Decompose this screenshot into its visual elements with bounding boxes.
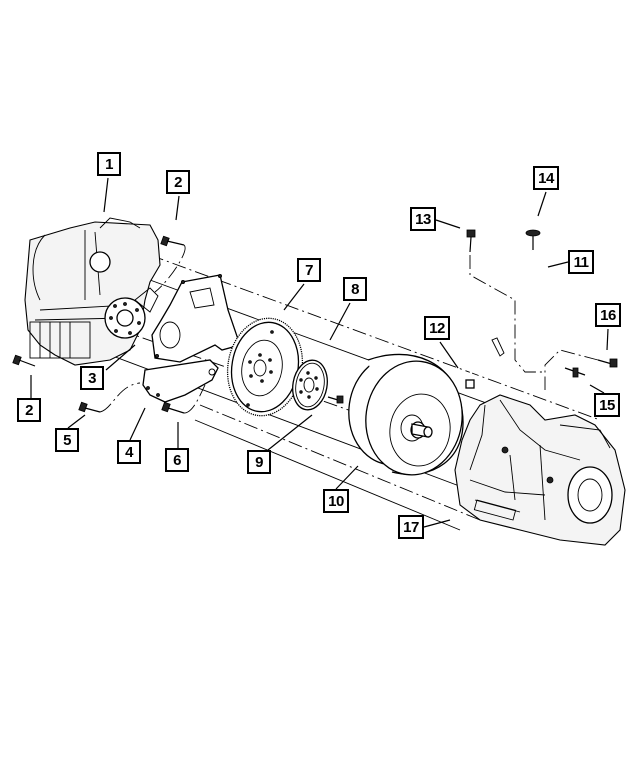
dipstick-14 <box>525 229 541 250</box>
callout-11-dipstick-tube: 11 <box>568 250 594 274</box>
backing-plate-9 <box>292 359 328 411</box>
callout-5-bolt: 5 <box>55 428 79 452</box>
callout-12: 12 <box>424 316 450 340</box>
callout-8-flex-plate: 8 <box>343 277 367 301</box>
cover-plate-7 <box>151 273 241 363</box>
callout-13-bolt: 13 <box>410 207 436 231</box>
callout-1-engine: 1 <box>97 152 121 176</box>
bolt-2-bottom <box>12 354 36 367</box>
callout-4-bracket: 4 <box>117 440 141 464</box>
bracket-4 <box>142 359 219 403</box>
bolt-2-top <box>154 235 186 293</box>
callout-2-bolt-bottom: 2 <box>17 398 41 422</box>
stud-15 <box>564 367 586 378</box>
leader-lines <box>30 177 609 528</box>
callout-10-torque-converter: 10 <box>323 489 349 513</box>
callout-6-bolt: 6 <box>165 448 189 472</box>
dipstick-tube-11 <box>465 249 534 389</box>
callout-9-backing-plate: 9 <box>247 450 271 474</box>
callout-15-stud: 15 <box>594 393 620 417</box>
transaxle-17 <box>454 394 626 546</box>
callout-3: 3 <box>80 366 104 390</box>
bolt-13 <box>466 229 545 373</box>
engine-block <box>24 217 161 366</box>
callout-17-transaxle: 17 <box>398 515 424 539</box>
bolt-5 <box>78 382 141 413</box>
callout-2-bolt-top: 2 <box>166 170 190 194</box>
bolt-16 <box>544 349 618 390</box>
torque-converter-10 <box>348 353 464 476</box>
callout-7-cover-plate: 7 <box>297 258 321 282</box>
bolt-6 <box>161 384 206 414</box>
converter-bolt <box>327 395 344 404</box>
callout-16-bolt: 16 <box>595 303 621 327</box>
callout-14-dipstick: 14 <box>533 166 559 190</box>
flex-plate-8 <box>226 317 304 417</box>
